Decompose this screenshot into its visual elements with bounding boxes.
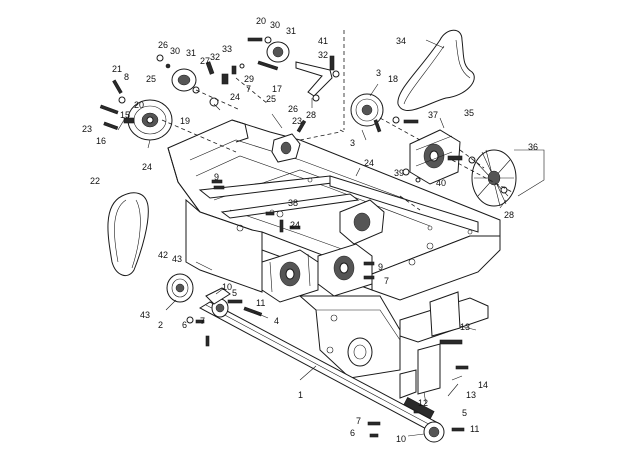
callout-29: 29 [244,74,254,84]
callout-labels: 1 2 3 3 4 5 5 6 6 7 7 7 7 8 9 9 10 10 11… [82,16,538,444]
fan-36 [471,149,517,207]
callout-5b: 5 [462,408,467,418]
callout-3a: 3 [376,68,381,78]
callout-20a: 20 [134,100,144,110]
callout-19: 19 [180,116,190,126]
callout-32b: 32 [318,50,328,60]
callout-27: 27 [200,56,210,66]
callout-9b: 9 [378,262,383,272]
callout-6b: 6 [350,428,355,438]
callout-42: 42 [158,250,168,260]
hub-38 [271,133,301,163]
callout-31a: 31 [186,48,196,58]
callout-35: 35 [464,108,474,118]
callout-14: 14 [478,380,488,390]
callout-4: 4 [274,316,279,326]
callout-37: 37 [428,110,438,120]
callout-25b: 25 [266,94,276,104]
callout-24c: 24 [364,158,374,168]
callout-22: 22 [90,176,100,186]
callout-21: 21 [112,64,122,74]
callout-6a: 6 [182,320,187,330]
callout-11b: 11 [470,424,479,434]
callout-18: 18 [388,74,398,84]
callout-16: 16 [96,136,106,146]
callout-5a: 5 [232,288,237,298]
callout-7b: 7 [356,416,361,426]
callout-33: 33 [222,44,232,54]
belt-right-34 [397,29,475,111]
callout-7d: 7 [384,276,389,286]
callout-38: 38 [288,198,298,208]
leader-lines [117,39,545,437]
callout-30b: 30 [270,20,280,30]
callout-24a: 24 [142,162,152,172]
callout-34: 34 [396,36,406,46]
gearbox-left [261,249,319,303]
callout-30a: 30 [170,46,180,56]
pulley-31-left [171,68,197,92]
pulley-43 [166,273,194,303]
callout-12: 12 [418,398,428,408]
bearing-bottom [423,421,445,443]
callout-26a: 26 [158,40,168,50]
callout-31b: 31 [286,26,296,36]
callout-32a: 32 [210,52,220,62]
callout-23a: 23 [82,124,92,134]
callout-17: 17 [272,84,282,94]
callout-9a: 9 [214,172,219,182]
callout-28a: 28 [306,110,316,120]
callout-25a: 25 [146,74,156,84]
callout-13b: 13 [466,390,476,400]
callout-3b: 3 [350,138,355,148]
callout-13a: 13 [460,322,470,332]
callout-2: 2 [158,320,163,330]
callout-7c: 7 [246,84,251,94]
callout-43b: 43 [172,254,182,264]
belt-left-22 [107,192,149,277]
callout-24d: 24 [290,220,300,230]
callout-15: 15 [120,110,130,120]
assembly-dashed-lines [161,30,513,211]
callout-28b: 28 [504,210,514,220]
callout-7a: 7 [200,316,205,326]
callout-40: 40 [436,178,446,188]
callout-8: 8 [124,72,129,82]
main-frame [167,119,501,379]
callout-20b: 20 [256,16,266,26]
gearbox-center [317,243,373,297]
small-hardware [99,36,508,438]
callout-1: 1 [298,390,303,400]
callout-43a: 43 [140,310,150,320]
callout-10b: 10 [396,434,406,444]
callout-24b: 24 [230,92,240,102]
callout-23b: 23 [292,116,302,126]
hub-right-35 [409,129,461,185]
callout-39: 39 [394,168,404,178]
callout-11a: 11 [256,298,265,308]
callout-10a: 10 [222,282,232,292]
callout-36: 36 [528,142,538,152]
pulley-31-right [266,41,290,63]
gearbox-upper [339,199,385,245]
pulley-18 [350,93,384,127]
callout-26b: 26 [288,104,298,114]
callout-41: 41 [318,36,328,46]
